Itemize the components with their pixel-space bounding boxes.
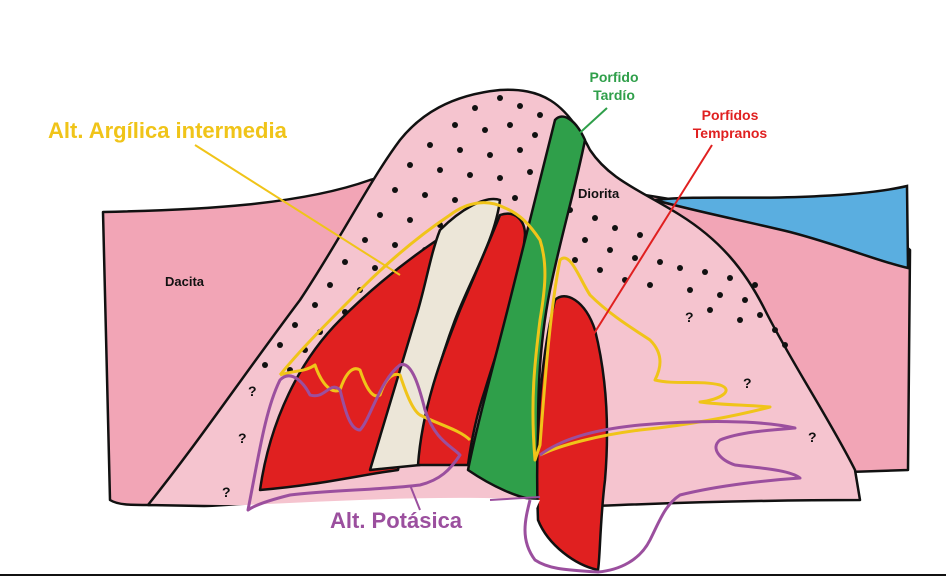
porfido-temprano-right: [535, 295, 609, 572]
unknown-mark: ?: [808, 429, 817, 445]
diorita-dot-pattern: [262, 95, 788, 373]
leader-tempranos: [589, 144, 713, 341]
unknown-mark: ?: [222, 484, 231, 500]
label-porfidos-tempranos-2: Tempranos: [693, 125, 768, 141]
label-diorita: Diorita: [578, 186, 620, 201]
potasica-outline-right: [523, 420, 802, 574]
argilica-outline-left: [279, 363, 472, 442]
leader-potasica: [409, 484, 421, 511]
leader-argilica: [194, 144, 401, 276]
label-porfido-tardio-1: Porfido: [590, 69, 639, 85]
leader-potasica-2: [489, 496, 541, 501]
leader-tardio: [571, 107, 608, 141]
unknown-mark: ?: [685, 309, 694, 325]
unknown-mark: ?: [248, 383, 257, 399]
porfido-temprano-center: [416, 212, 527, 467]
potasica-outline: [246, 363, 462, 512]
label-dacita: Dacita: [165, 274, 205, 289]
unknown-mark: ?: [743, 375, 752, 391]
label-argilica: Alt. Argílica intermedia: [48, 118, 288, 143]
label-potasica: Alt. Potásica: [330, 508, 463, 533]
argilica-outline: [278, 201, 772, 462]
blue-unit: [654, 184, 910, 270]
unknown-mark: ?: [238, 430, 247, 446]
label-porfidos-tempranos-1: Porfidos: [702, 107, 759, 123]
label-porfido-tardio-2: Tardío: [593, 87, 635, 103]
white-base: [0, 497, 540, 577]
